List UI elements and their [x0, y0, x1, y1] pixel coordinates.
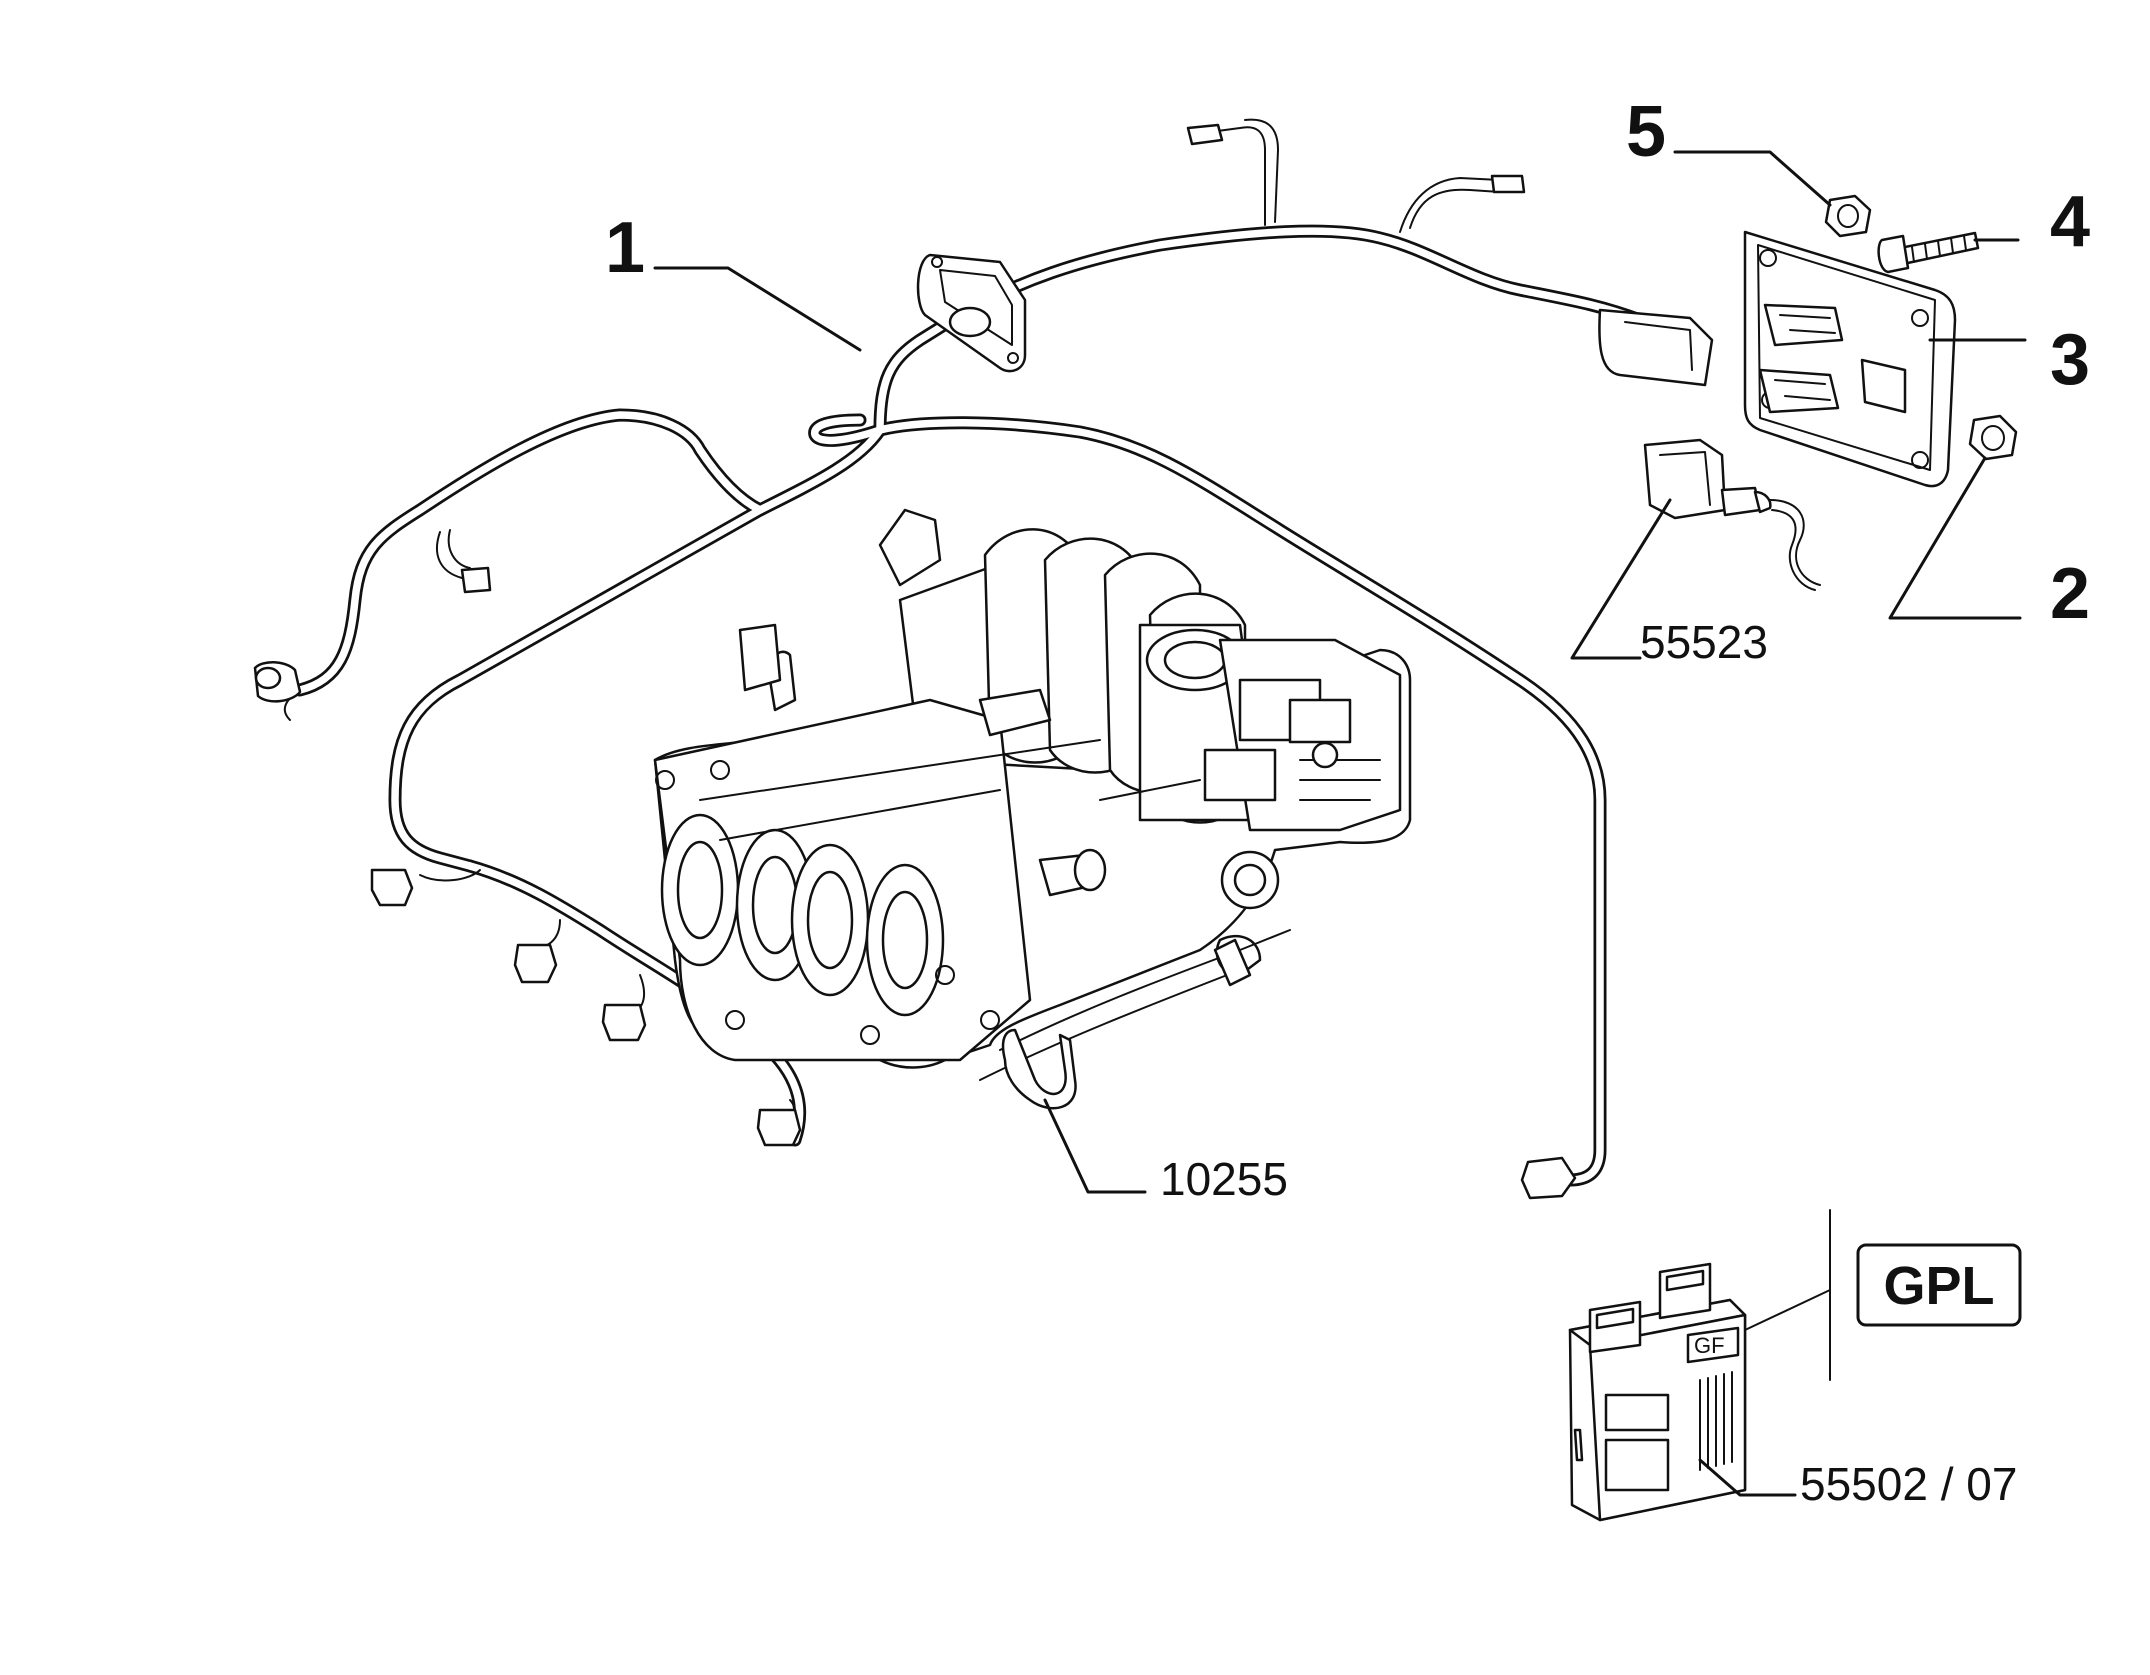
ref-55502-07: 55502 / 07	[1800, 1458, 2017, 1510]
intake-manifold	[653, 508, 1412, 1110]
ref-55523: 55523	[1640, 616, 1768, 668]
nut-upper	[1824, 194, 1872, 238]
gpl-ecu: GF	[1568, 1262, 1747, 1522]
callout-4: 4	[2050, 182, 2090, 262]
wiring-harness	[253, 118, 1714, 1200]
ecu-bracket	[1743, 230, 1957, 488]
leader-lines	[653, 150, 2027, 1497]
connector-pigtail	[1643, 438, 1821, 591]
gpl-badge-label: GPL	[1883, 1256, 1994, 1316]
nut-lower	[1968, 414, 2018, 461]
callout-3: 3	[2050, 320, 2090, 400]
ecu-marking: GF	[1694, 1333, 1725, 1358]
bolt	[1877, 231, 1980, 274]
callout-2: 2	[2050, 554, 2090, 634]
hose-clip	[1001, 1028, 1077, 1110]
gpl-badge: GPL	[1744, 1209, 2022, 1381]
callout-1: 1	[605, 208, 645, 288]
callout-5: 5	[1626, 92, 1666, 172]
ref-10255: 10255	[1160, 1153, 1288, 1205]
